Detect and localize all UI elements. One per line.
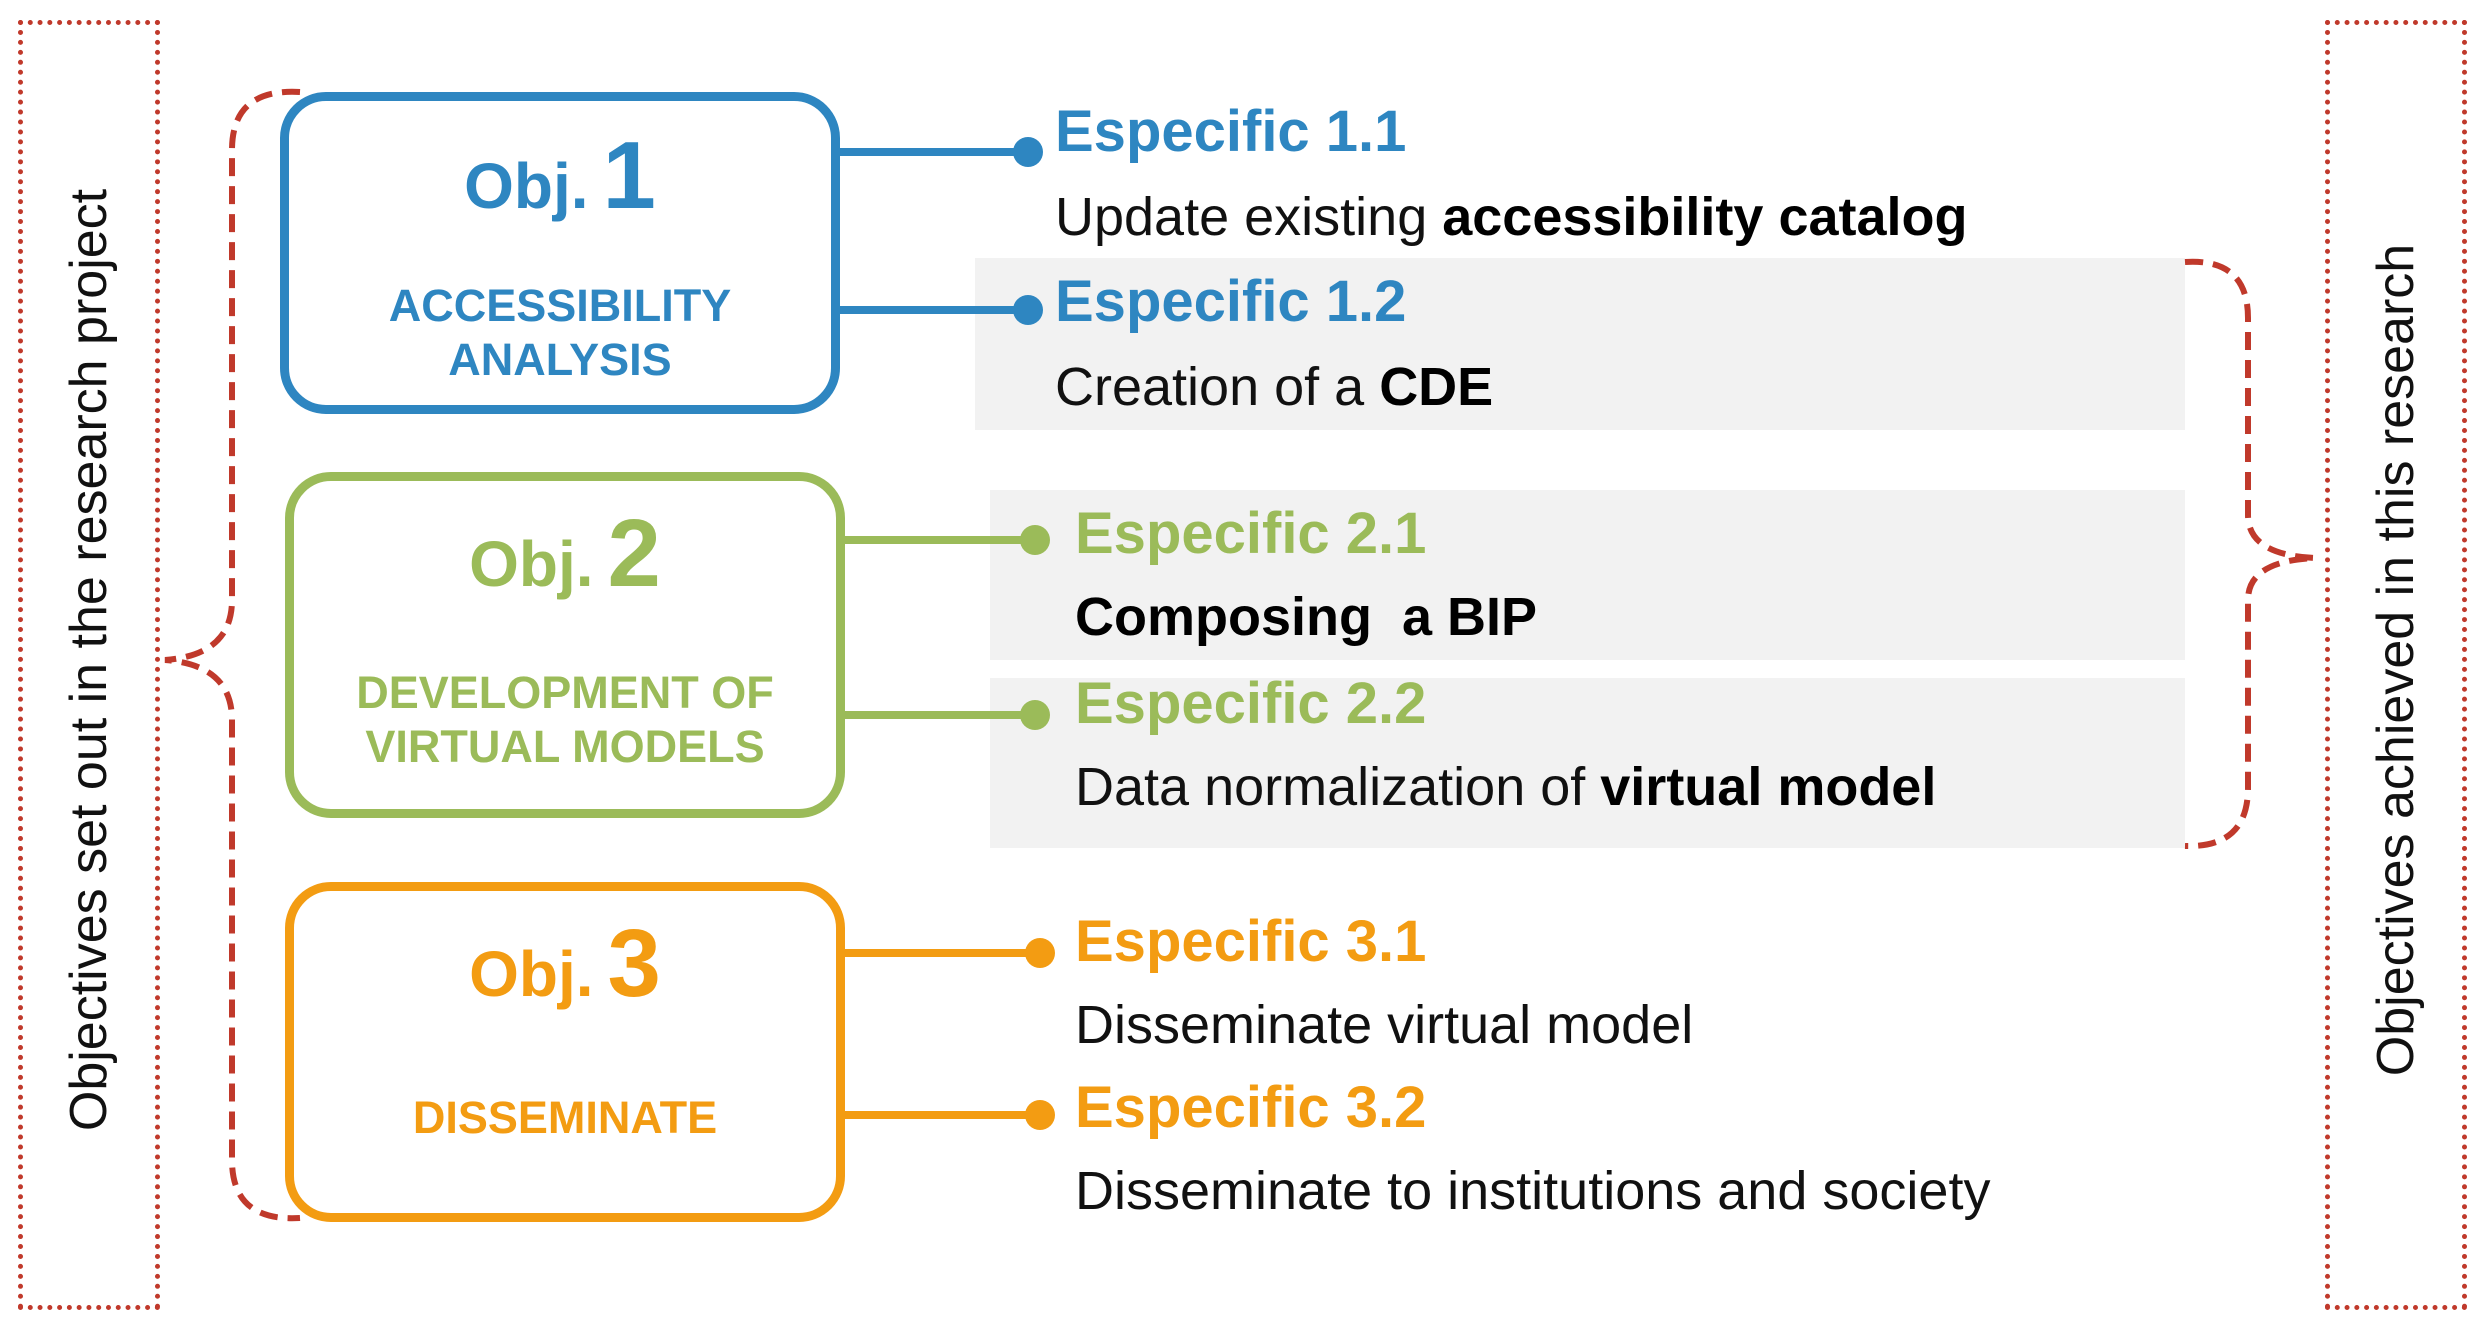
right-vertical-label: Objectives achieved in this research — [2367, 243, 2425, 1077]
objective-word: Obj. — [469, 528, 594, 600]
left-vertical-label: Objectives set out in the research proje… — [60, 188, 118, 1132]
specific-desc-3-2: Disseminate to institutions and society — [1075, 1160, 1990, 1222]
objective-number: 2 — [607, 500, 661, 607]
objective-subtitle-1: ACCESSIBILITY ANALYSIS — [289, 279, 831, 387]
highlight-band-1-2 — [975, 258, 2185, 430]
objective-subtitle-line: DISSEMINATE — [412, 1092, 718, 1143]
objective-subtitle-line: DEVELOPMENT OF — [356, 667, 774, 718]
specific-desc-2-1: Composing a BIP — [1075, 586, 1537, 648]
specific-desc-plain: Disseminate virtual model — [1075, 995, 1694, 1055]
specific-desc-bold: CDE — [1379, 357, 1494, 417]
specific-desc-bold: virtual model — [1600, 757, 1937, 817]
specific-title-2-2: Especific 2.2 — [1075, 671, 1427, 736]
right-label-frame — [2325, 20, 2467, 1310]
specific-desc-2-2: Data normalization of virtual model — [1075, 756, 1936, 818]
specific-desc-plain: Disseminate to institutions and society — [1075, 1161, 1991, 1221]
objective-box-1: Obj.1 ACCESSIBILITY ANALYSIS — [280, 92, 840, 414]
objective-number: 1 — [602, 122, 656, 229]
bullet-2-2 — [1020, 700, 1050, 730]
objective-subtitle-2: DEVELOPMENT OF VIRTUAL MODELS — [294, 666, 836, 774]
specific-title-3-2: Especific 3.2 — [1075, 1075, 1427, 1140]
bullet-1-2 — [1013, 295, 1043, 325]
specific-desc-1-2: Creation of a CDE — [1055, 356, 1493, 418]
objective-box-2: Obj.2 DEVELOPMENT OF VIRTUAL MODELS — [285, 472, 845, 818]
bullet-3-1 — [1025, 938, 1055, 968]
specific-title-1-2: Especific 1.2 — [1055, 269, 1407, 334]
objective-word: Obj. — [469, 938, 594, 1010]
objective-heading-3: Obj.3 — [294, 909, 836, 1019]
bullet-2-1 — [1020, 525, 1050, 555]
specific-title-3-1: Especific 3.1 — [1075, 909, 1427, 974]
specific-desc-1-1: Update existing accessibility catalog — [1055, 186, 1968, 248]
bullet-3-2 — [1025, 1100, 1055, 1130]
objective-heading-2: Obj.2 — [294, 499, 836, 609]
objective-number: 3 — [607, 910, 661, 1017]
objective-heading-1: Obj.1 — [289, 121, 831, 231]
left-label-frame — [18, 20, 160, 1310]
right-bracket — [2184, 258, 2316, 850]
left-bracket — [164, 88, 301, 1222]
objective-subtitle-line: ACCESSIBILITY — [388, 280, 732, 331]
specific-desc-bold: Composing a BIP — [1075, 587, 1538, 647]
bullet-1-1 — [1013, 137, 1043, 167]
highlight-band-2-2 — [990, 678, 2185, 848]
specific-desc-3-1: Disseminate virtual model — [1075, 994, 1693, 1056]
objective-subtitle-3: DISSEMINATE — [294, 1091, 836, 1145]
specific-title-2-1: Especific 2.1 — [1075, 501, 1427, 566]
objective-box-3: Obj.3 DISSEMINATE — [285, 882, 845, 1222]
specific-desc-plain: Creation of a — [1055, 357, 1380, 417]
specific-desc-plain: Data normalization of — [1075, 757, 1601, 817]
highlight-band-2-1 — [990, 490, 2185, 660]
specific-desc-bold: accessibility catalog — [1442, 187, 1968, 247]
specific-desc-plain: Update existing — [1055, 187, 1443, 247]
objective-subtitle-line: ANALYSIS — [448, 334, 672, 385]
objective-subtitle-line: VIRTUAL MODELS — [365, 721, 765, 772]
objective-word: Obj. — [464, 150, 589, 222]
specific-title-1-1: Especific 1.1 — [1055, 99, 1407, 164]
